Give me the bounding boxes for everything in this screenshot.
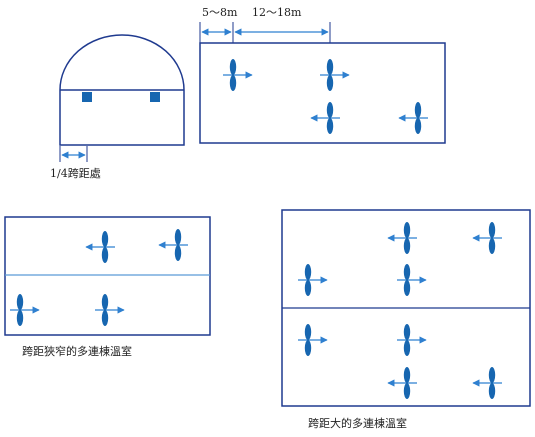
fan-icon — [310, 102, 340, 134]
wide-caption: 跨距大的多連棟溫室 — [308, 416, 407, 430]
fan-icon — [298, 264, 328, 296]
fan-icon — [95, 294, 125, 326]
fan-blade-bottom — [304, 340, 312, 356]
fan-blade-bottom — [403, 238, 411, 254]
fan-icon — [472, 222, 502, 254]
fan-icon — [320, 59, 350, 91]
fan-icon — [397, 264, 427, 296]
fan-blade-top — [174, 229, 182, 245]
fan-blade-bottom — [101, 310, 109, 326]
fan-blade-top — [403, 222, 411, 238]
arched-greenhouse-section: 1/4跨距處 — [50, 34, 185, 180]
fan-icon — [223, 59, 253, 91]
fan-blade-top — [488, 367, 496, 383]
fan-blade-top — [304, 264, 312, 280]
fan-icon — [398, 102, 428, 134]
wide-span-greenhouse: 跨距大的多連棟溫室 — [281, 209, 531, 430]
fan-blade-bottom — [414, 118, 422, 134]
fan-blade-top — [403, 367, 411, 383]
fan-blade-bottom — [229, 75, 237, 91]
dimension-far-label: 12～18m — [252, 6, 302, 19]
fan-blade-bottom — [101, 247, 109, 263]
fan-blade-top — [304, 324, 312, 340]
fan-blade-top — [101, 231, 109, 247]
fans-group — [10, 59, 502, 399]
fan-blade-bottom — [488, 383, 496, 399]
fan-icon — [387, 222, 417, 254]
fan-blade-top — [229, 59, 237, 75]
fan-blade-bottom — [174, 245, 182, 261]
fan-mount-right — [150, 92, 160, 102]
fan-blade-top — [488, 222, 496, 238]
dimension-near-label: 5～8m — [202, 6, 238, 19]
fan-icon — [85, 231, 115, 263]
fan-blade-top — [403, 324, 411, 340]
fan-blade-bottom — [326, 118, 334, 134]
fan-blade-top — [403, 264, 411, 280]
fan-blade-bottom — [403, 280, 411, 296]
quarter-span-label: 1/4跨距處 — [50, 166, 101, 180]
fan-icon — [387, 367, 417, 399]
fan-blade-top — [326, 102, 334, 118]
fan-blade-bottom — [403, 383, 411, 399]
fan-blade-top — [326, 59, 334, 75]
fan-icon — [158, 229, 188, 261]
fan-blade-top — [101, 294, 109, 310]
fan-blade-bottom — [16, 310, 24, 326]
fan-icon — [472, 367, 502, 399]
fan-icon — [10, 294, 40, 326]
plan-view-single-span: 5～8m 12～18m — [199, 6, 446, 144]
fan-blade-bottom — [304, 280, 312, 296]
narrow-caption: 跨距狹窄的多連棟溫室 — [22, 344, 132, 358]
fan-blade-bottom — [488, 238, 496, 254]
fan-icon — [397, 324, 427, 356]
narrow-span-greenhouse: 跨距狹窄的多連棟溫室 — [4, 216, 211, 358]
fan-blade-top — [16, 294, 24, 310]
fan-blade-bottom — [326, 75, 334, 91]
fan-mount-left — [82, 92, 92, 102]
fan-icon — [298, 324, 328, 356]
fan-blade-top — [414, 102, 422, 118]
fan-blade-bottom — [403, 340, 411, 356]
